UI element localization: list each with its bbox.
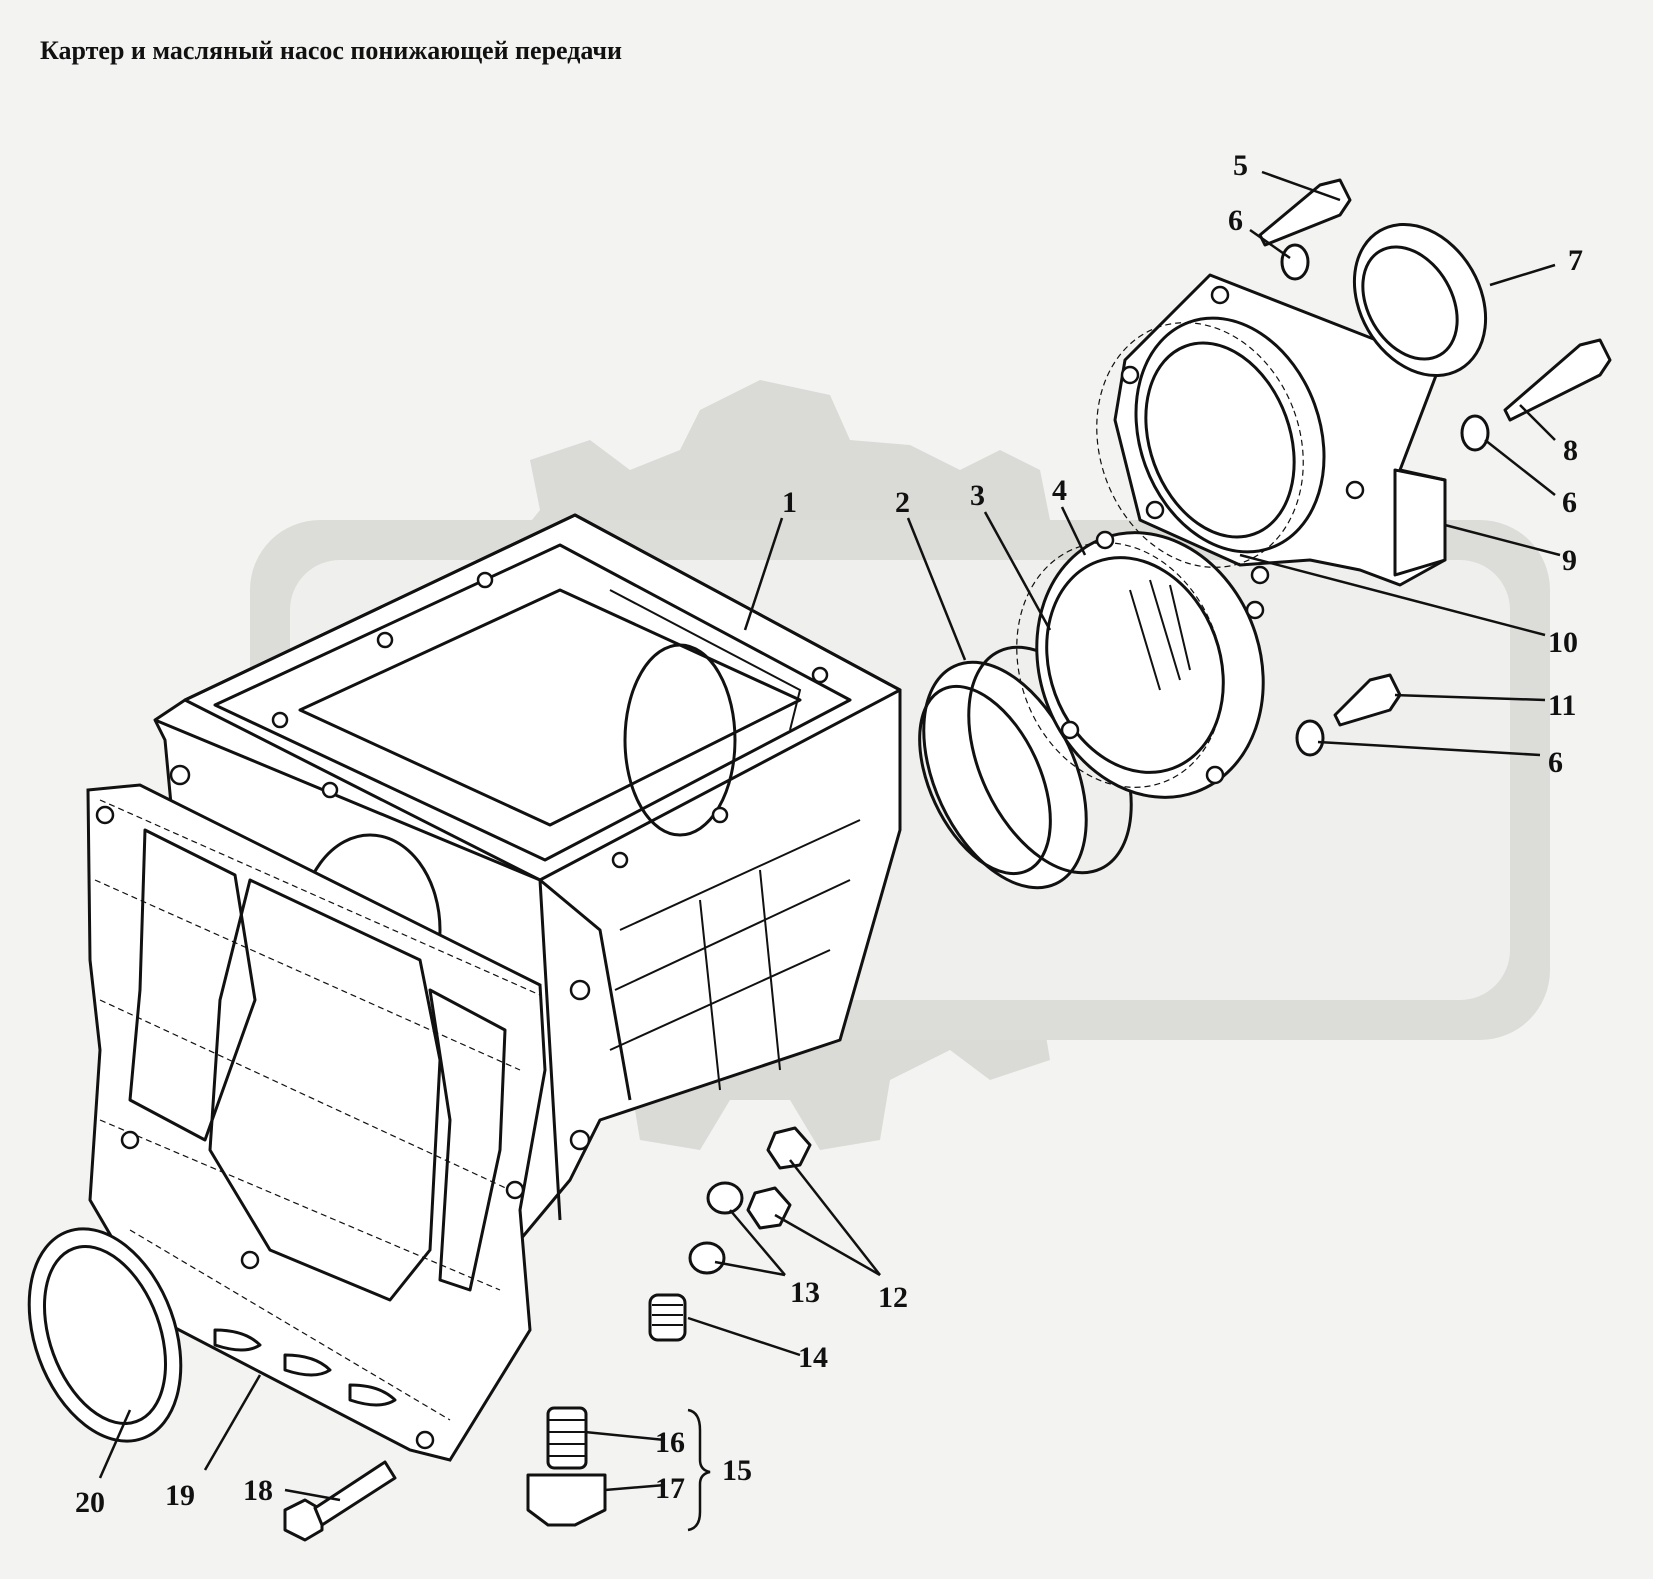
callout-13: 13	[790, 1276, 820, 1309]
washer-13-b	[688, 1241, 726, 1275]
callout-7: 7	[1568, 244, 1583, 277]
bolt-8	[1503, 338, 1612, 422]
oil-seal-7	[1352, 223, 1488, 377]
callout-10: 10	[1548, 626, 1578, 659]
cover-flange-4	[1016, 530, 1265, 799]
valve-assembly-15	[526, 1406, 607, 1527]
callout-15: 15	[722, 1454, 752, 1487]
callout-20: 20	[75, 1486, 105, 1519]
callout-19: 19	[165, 1479, 195, 1512]
leader-lines	[98, 170, 1561, 1532]
callout-6-top: 6	[1228, 204, 1243, 237]
bolt-18	[283, 1460, 397, 1542]
callout-6-mid: 6	[1548, 746, 1563, 779]
callout-labels: 1 2 3 4 5 6 7 8 6 9 10 11 6 13 12 14 16 …	[75, 149, 1583, 1519]
seal-ring-20	[27, 1227, 183, 1443]
oil-pump-housing-9	[1096, 273, 1447, 587]
washer-6-right	[1460, 414, 1490, 452]
diagram-title: Картер и масляный насос понижающей перед…	[40, 36, 622, 65]
washer-6-mid	[1295, 719, 1325, 757]
callout-9: 9	[1562, 544, 1577, 577]
bolt-11	[1333, 673, 1402, 727]
nut-12-b	[746, 1186, 792, 1230]
callout-4: 4	[1052, 474, 1067, 507]
plug-14	[648, 1293, 687, 1342]
washer-6-top	[1280, 243, 1310, 281]
callout-1: 1	[782, 486, 797, 519]
callout-6-right: 6	[1562, 486, 1577, 519]
callout-2: 2	[895, 486, 910, 519]
callout-16: 16	[655, 1426, 685, 1459]
callout-8: 8	[1563, 434, 1578, 467]
callout-5: 5	[1233, 149, 1248, 182]
nut-12-a	[766, 1126, 812, 1170]
callout-11: 11	[1548, 689, 1576, 722]
callout-3: 3	[970, 479, 985, 512]
callout-17: 17	[655, 1472, 685, 1505]
bolt-5	[1258, 178, 1352, 247]
front-gasket	[86, 783, 547, 1462]
callout-12: 12	[878, 1281, 908, 1314]
callout-18: 18	[243, 1474, 273, 1507]
washer-13-a	[706, 1181, 744, 1215]
callout-14: 14	[798, 1341, 828, 1374]
